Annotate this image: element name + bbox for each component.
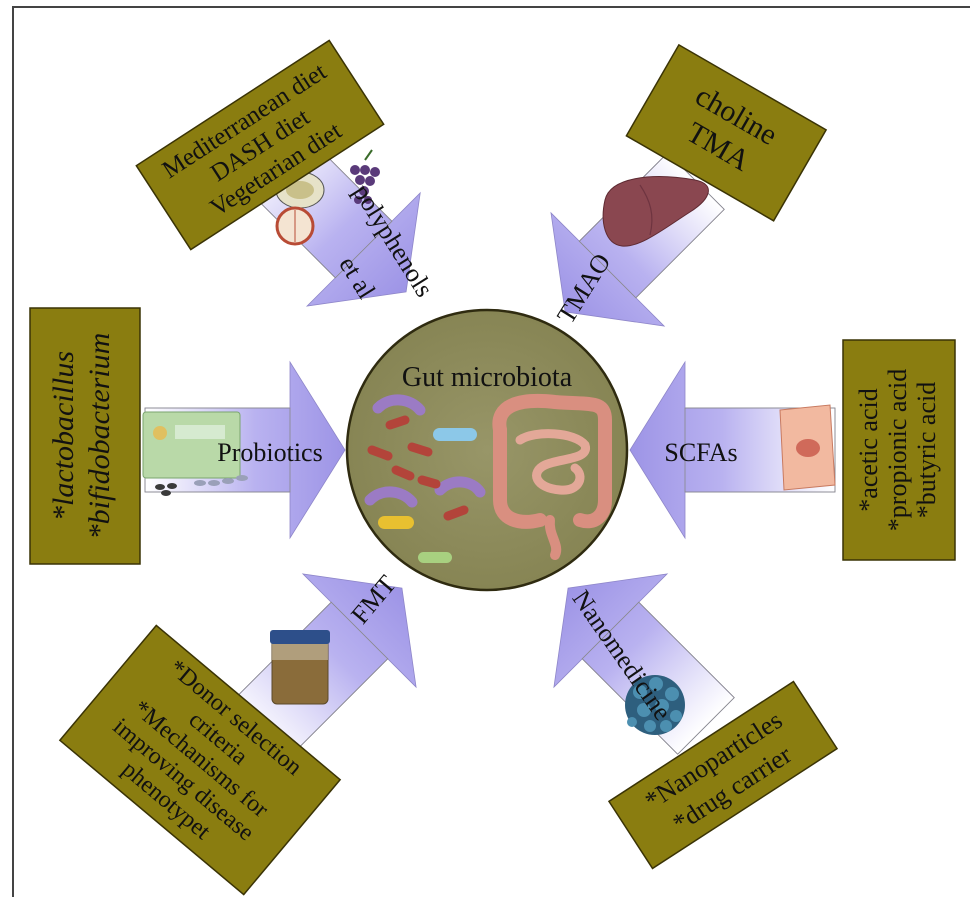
grapes-icon bbox=[350, 149, 380, 204]
cell-icon bbox=[779, 404, 836, 491]
probiotics-box-line-1: *lactobacillus bbox=[47, 351, 80, 521]
stool-jar-icon bbox=[270, 630, 330, 705]
nanoparticle-icon bbox=[625, 675, 685, 735]
scfas-box-line-1: *acetic acid bbox=[854, 388, 883, 511]
gut-microbiota-circle bbox=[345, 308, 629, 592]
arrow-scfas bbox=[629, 360, 836, 540]
tmao-box: choline TMA bbox=[625, 43, 828, 222]
bacteria-icon bbox=[364, 394, 486, 563]
liver-icon bbox=[602, 176, 709, 247]
scfas-box-line-3: *butyric acid bbox=[912, 382, 941, 518]
scfas-label: SCFAs bbox=[664, 438, 737, 467]
intestine-icon bbox=[492, 393, 612, 560]
probiotics-box-line-2: *bifidobacterium bbox=[83, 333, 116, 540]
scfas-box: *acetic acid *propionic acid *butyric ac… bbox=[842, 339, 956, 561]
probiotics-label: Probiotics bbox=[217, 438, 322, 467]
center-title: Gut microbiota bbox=[402, 362, 573, 393]
figure-frame bbox=[12, 6, 970, 897]
probiotics-box: *lactobacillus *bifidobacterium bbox=[29, 307, 141, 565]
scfas-box-line-2: *propionic acid bbox=[883, 369, 912, 531]
fmt-box: *Donor selection criteria *Mechanisms fo… bbox=[58, 624, 342, 896]
pill-pack-icon bbox=[142, 411, 248, 496]
